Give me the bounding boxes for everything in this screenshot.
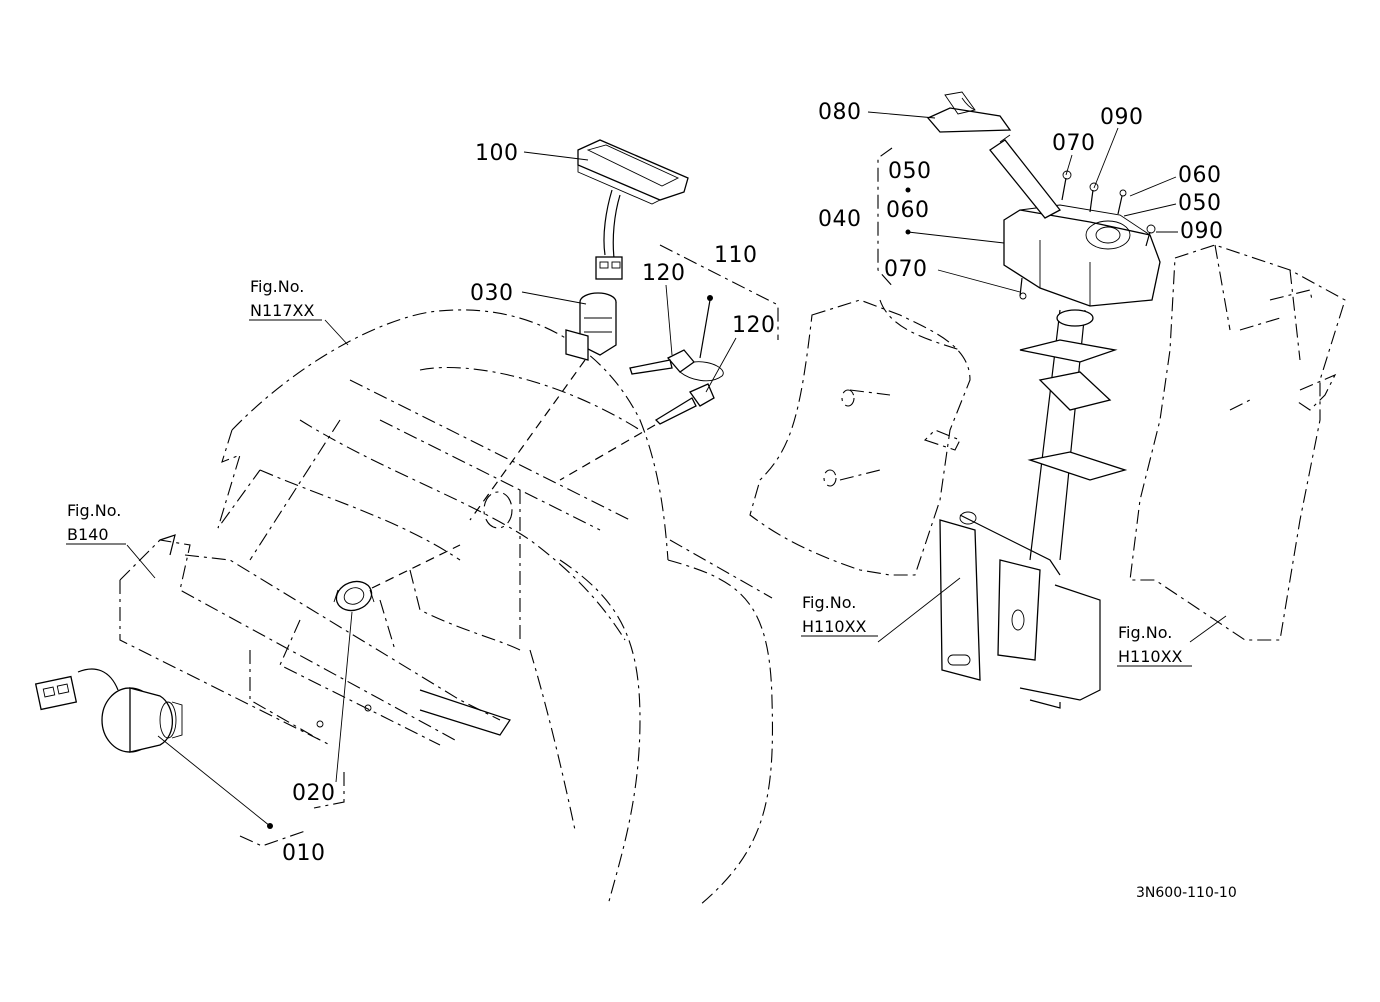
label-050-right[interactable]: 050	[1178, 191, 1222, 216]
fig-b140-ref[interactable]: B140	[67, 525, 109, 544]
label-090-top[interactable]: 090	[1100, 105, 1144, 130]
rear-column-cover	[1129, 244, 1346, 641]
fig-h110-left-ref[interactable]: H110XX	[802, 617, 867, 636]
leader-lines	[126, 111, 1227, 847]
lamp-socket	[333, 544, 461, 612]
hood-panel-outline	[217, 309, 773, 906]
fig-b140-title: Fig.No.	[67, 501, 121, 520]
label-080[interactable]: 080	[818, 100, 862, 125]
fig-n117-title: Fig.No.	[250, 277, 304, 296]
keys	[559, 295, 724, 481]
label-110[interactable]: 110	[714, 243, 758, 268]
label-120-lower[interactable]: 120	[732, 313, 776, 338]
diagram-code: 3N600-110-10	[1136, 885, 1237, 901]
label-060-group[interactable]: 060	[886, 198, 930, 223]
fig-h110-right-ref[interactable]: H110XX	[1118, 647, 1183, 666]
fig-h110-right-title: Fig.No.	[1118, 623, 1172, 642]
label-120-top[interactable]: 120	[642, 261, 686, 286]
label-030[interactable]: 030	[470, 281, 514, 306]
part-labels: 100 030 110 120 120 020 010 080 090 070 …	[282, 100, 1224, 866]
label-070-group[interactable]: 070	[884, 257, 928, 282]
label-060-right[interactable]: 060	[1178, 163, 1222, 188]
fig-h110-left-title: Fig.No.	[802, 593, 856, 612]
label-070-top[interactable]: 070	[1052, 131, 1096, 156]
label-050-group[interactable]: 050	[888, 159, 932, 184]
mounting-bracket	[119, 534, 511, 746]
hour-meter-sensor	[34, 668, 183, 753]
label-090-right[interactable]: 090	[1180, 219, 1224, 244]
figure-references: Fig.No. N117XX Fig.No. B140 Fig.No. H110…	[66, 277, 1192, 667]
combination-switch	[989, 134, 1161, 307]
fig-n117-ref[interactable]: N117XX	[250, 301, 314, 320]
label-100[interactable]: 100	[475, 141, 519, 166]
indicator-lamp	[577, 139, 689, 280]
key-switch	[469, 292, 617, 521]
lever-cap	[926, 91, 1012, 133]
label-020[interactable]: 020	[292, 781, 336, 806]
steering-column	[939, 309, 1128, 709]
label-040[interactable]: 040	[818, 207, 862, 232]
label-010[interactable]: 010	[282, 841, 326, 866]
front-column-cover	[749, 299, 971, 576]
